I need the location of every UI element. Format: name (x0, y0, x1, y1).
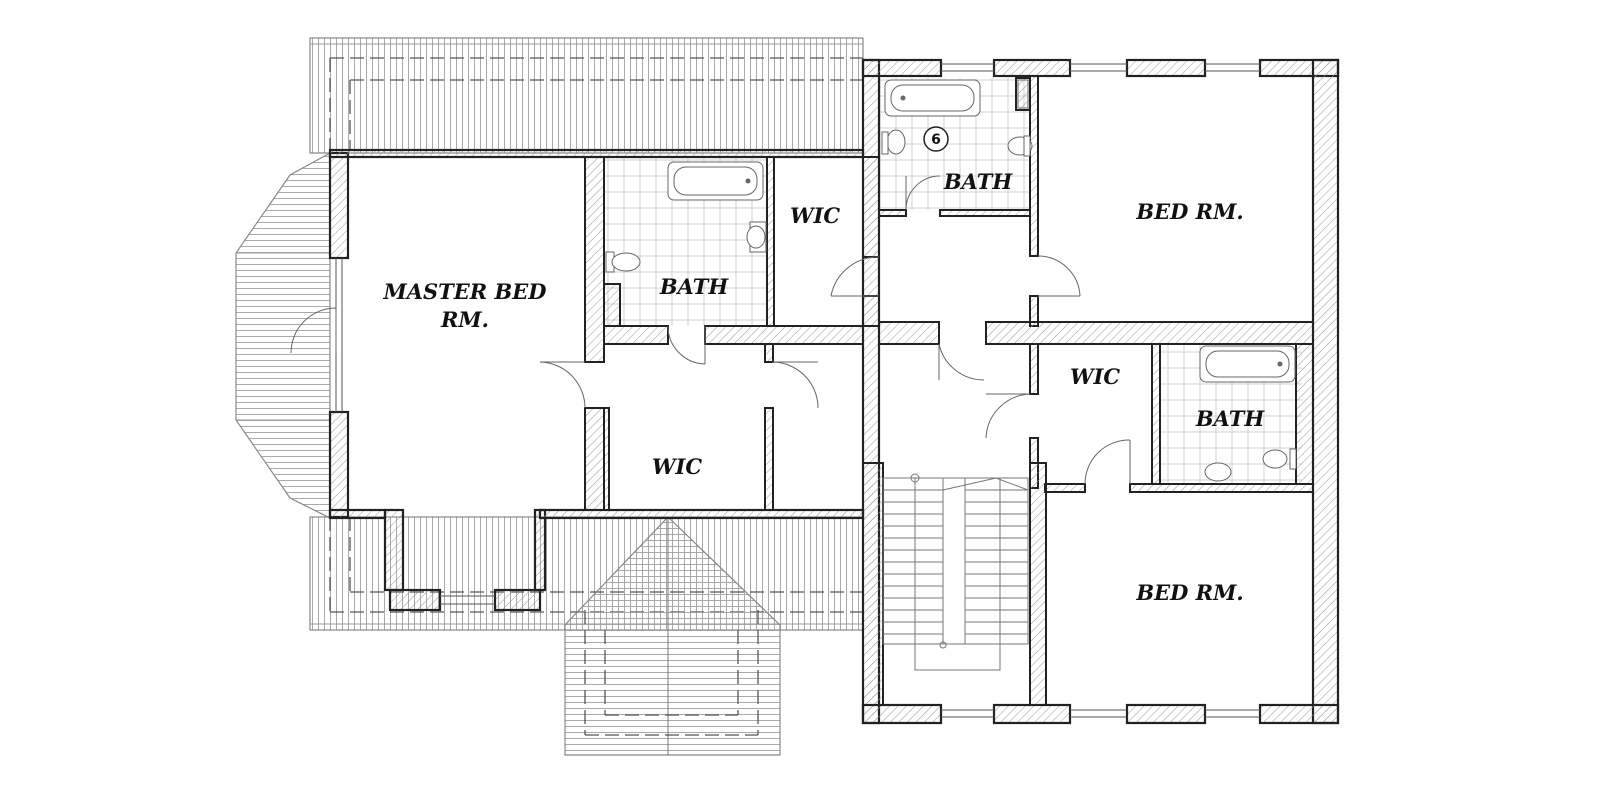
wic-right-label: WIC (1070, 364, 1120, 389)
bed-top-right-label: BED RM. (1135, 199, 1243, 224)
wic-lower-label: WIC (652, 454, 702, 479)
master-bed-label-line2: RM. (440, 307, 489, 332)
bathtub-master (667, 161, 764, 201)
section-marker: 6 (923, 126, 949, 152)
fixtures (605, 79, 1297, 482)
bathtub-top (884, 79, 981, 117)
section-marker-number: 6 (931, 132, 941, 148)
roof-bay-left (235, 151, 331, 519)
room-labels: MASTER BED RM. BATH WIC WIC BATH BED RM.… (382, 169, 1265, 605)
master-bed-label-line1: MASTER BED (382, 279, 547, 304)
bath-right-label: BATH (1195, 406, 1266, 431)
master-bath-label: BATH (659, 274, 730, 299)
wic-upper-label: WIC (790, 203, 840, 228)
interior-walls (584, 75, 1314, 706)
staircase (882, 473, 1029, 671)
roof-areas (235, 37, 864, 756)
bath-top-label: BATH (943, 169, 1014, 194)
roof-top (309, 37, 864, 154)
door-swings (290, 175, 1131, 485)
bed-bottom-right-label: BED RM. (1135, 580, 1243, 605)
roof-porch (564, 516, 781, 756)
windows (335, 63, 1260, 718)
bathtub-right (1199, 345, 1296, 383)
